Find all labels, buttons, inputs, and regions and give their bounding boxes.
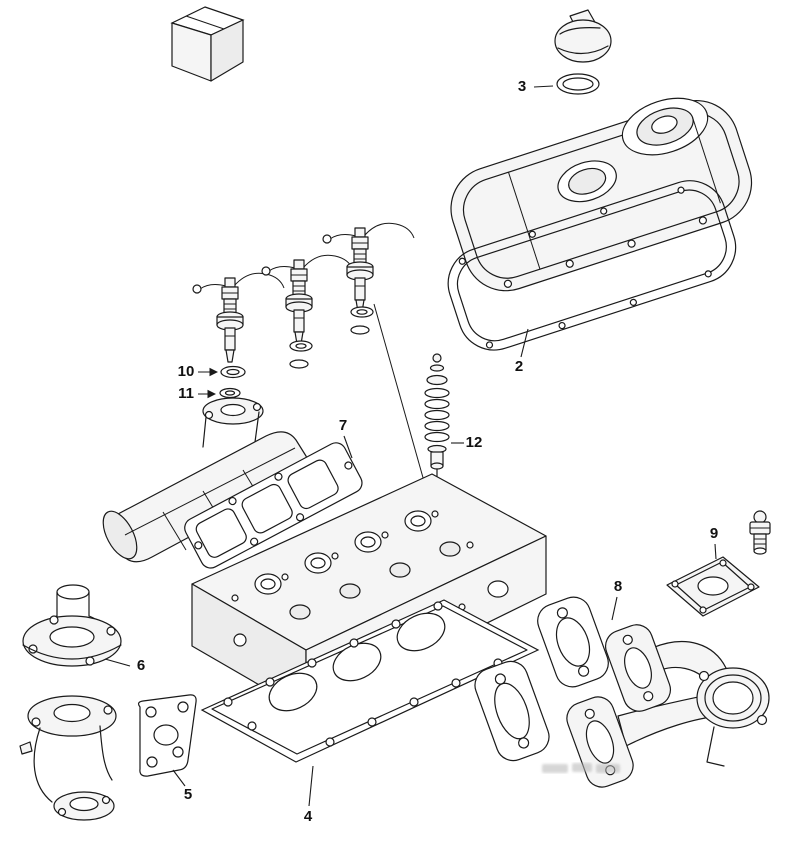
packaging-box-icon [170,6,245,82]
head-gasket-4 [200,599,540,763]
exhaust-gaskets-8 [474,596,609,762]
thermostat-housing-6 [22,584,122,667]
leader-line-8 [611,596,618,621]
part-number-7: 7 [339,417,347,434]
leader-line-5 [172,769,186,787]
cover-plate-9 [666,556,760,617]
valve-assembly-12 [424,353,450,513]
leader-line-9 [714,543,717,560]
intake-manifold-gasket-7 [184,442,363,569]
part-number-9: 9 [710,525,718,542]
plug-9 [749,510,771,555]
watermark [542,763,620,773]
oil-filler-cap [554,9,612,63]
part-number-12: 12 [466,434,483,451]
injector-heat-shield-11 [219,387,241,399]
part-number-2: 2 [515,358,523,375]
part-number-11: 11 [178,385,194,402]
outlet-gasket-5 [137,694,197,777]
fuel-injectors [192,222,432,507]
filler-cap-seal [556,73,600,95]
water-outlet-elbow [19,695,117,821]
part-number-8: 8 [614,578,622,595]
part-number-3: 3 [518,78,526,95]
leader-line-4 [308,765,314,807]
part-number-10: 10 [178,363,195,380]
injector-washer-10 [220,365,246,379]
leader-line-7 [343,435,353,459]
part-number-6: 6 [137,657,145,674]
valve-cover-gasket [447,180,737,351]
valve-cover [450,97,753,292]
leader-line-3 [533,85,554,88]
leader-line-6 [104,658,131,667]
callout-layer: 2 3 4 5 6 7 8 9 10 11 12 [104,78,718,825]
part-number-5: 5 [184,786,192,803]
part-number-4: 4 [304,808,313,825]
leader-line-2 [520,328,529,358]
